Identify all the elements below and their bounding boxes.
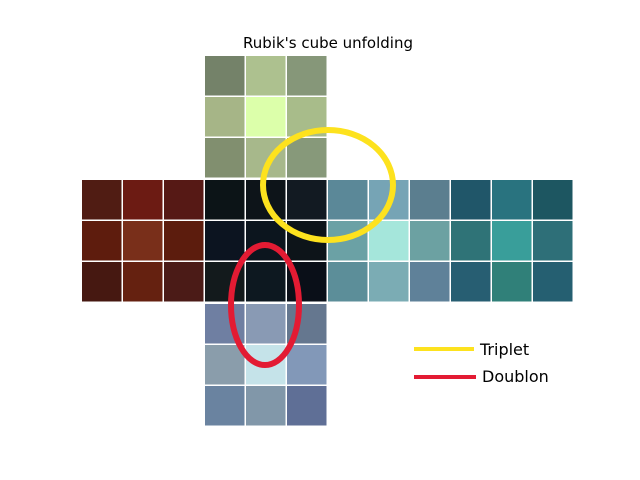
cube-cell — [205, 345, 245, 385]
cube-cell — [205, 180, 245, 220]
legend-label-triplet: Triplet — [479, 340, 529, 359]
face-back — [451, 180, 573, 302]
face-left — [82, 180, 204, 302]
face-right — [328, 180, 450, 302]
cube-cell — [533, 221, 573, 261]
doublon-ellipse — [228, 242, 302, 368]
cube-cell — [451, 262, 491, 302]
cube-cell — [205, 221, 245, 261]
cube-cell — [287, 138, 327, 178]
cube-cell — [82, 221, 122, 261]
cube-cell — [328, 262, 368, 302]
cube-cell — [205, 138, 245, 178]
cube-cell — [287, 386, 327, 426]
cube-cell — [164, 221, 204, 261]
cube-faces — [82, 56, 573, 426]
chart-title: Rubik's cube unfolding — [243, 34, 413, 52]
cube-cell — [246, 262, 286, 302]
cube-cell — [82, 262, 122, 302]
cube-cell — [492, 221, 532, 261]
annotations — [228, 127, 396, 368]
cube-cell — [533, 180, 573, 220]
cube-cell — [328, 180, 368, 220]
cube-cell — [410, 262, 450, 302]
cube-cell — [451, 221, 491, 261]
cube-cell — [287, 345, 327, 385]
cube-cell — [492, 180, 532, 220]
cube-cell — [123, 221, 163, 261]
cube-cell — [287, 180, 327, 220]
cube-cell — [246, 97, 286, 137]
cube-cell — [287, 56, 327, 96]
cube-cell — [123, 180, 163, 220]
cube-cell — [205, 56, 245, 96]
cube-cell — [410, 221, 450, 261]
triplet-ellipse — [260, 127, 396, 243]
cube-cell — [369, 262, 409, 302]
cube-cell — [533, 262, 573, 302]
cube-cell — [123, 262, 163, 302]
cube-cell — [164, 262, 204, 302]
cube-cell — [246, 386, 286, 426]
cube-cell — [205, 97, 245, 137]
cube-cell — [369, 221, 409, 261]
cube-cell — [492, 262, 532, 302]
cube-cell — [451, 180, 491, 220]
cube-cell — [410, 180, 450, 220]
cube-cell — [246, 56, 286, 96]
legend-label-doublon: Doublon — [482, 367, 549, 386]
cube-cell — [246, 304, 286, 344]
face-top — [205, 56, 327, 178]
cube-cell — [205, 386, 245, 426]
cube-cell — [82, 180, 122, 220]
cube-cell — [164, 180, 204, 220]
